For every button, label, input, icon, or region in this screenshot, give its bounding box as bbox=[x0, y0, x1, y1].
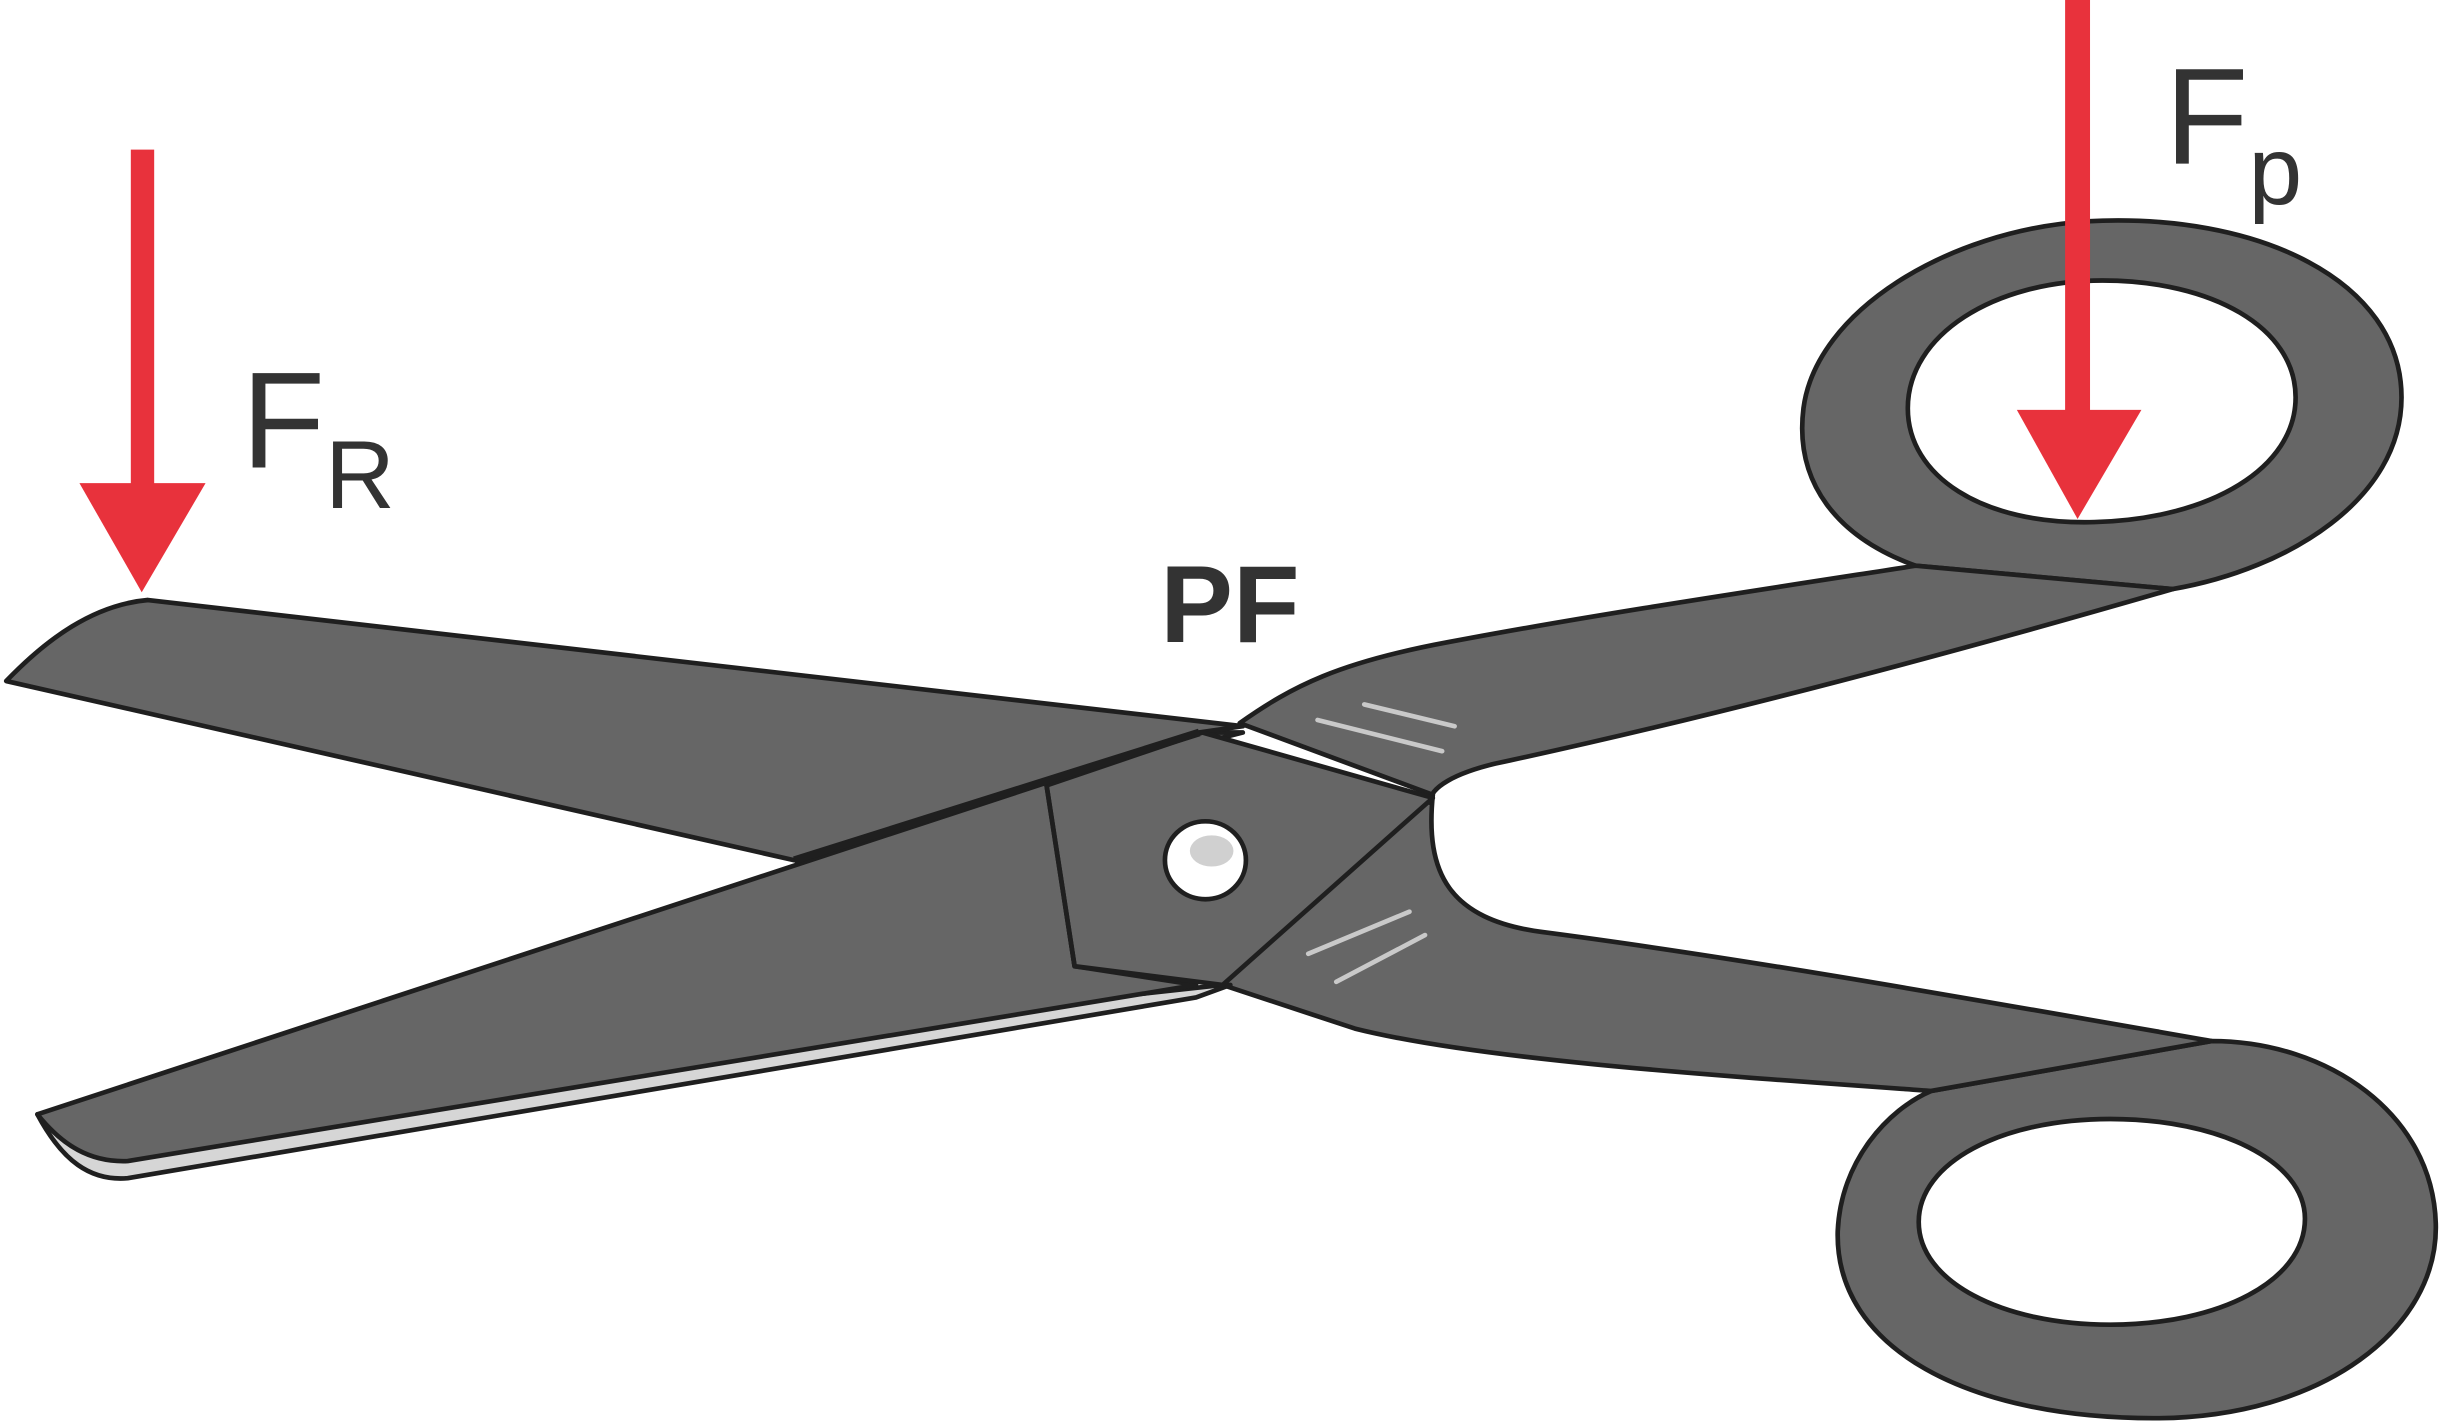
resistance-force-main: F bbox=[241, 344, 325, 497]
effort-arrow-shaft bbox=[2065, 0, 2091, 418]
effort-arrow-head bbox=[2016, 409, 2142, 519]
resistance-force-label: FR bbox=[241, 344, 394, 529]
highlight-strokes bbox=[1305, 702, 1457, 985]
lower-blade-edge bbox=[35, 982, 1233, 1181]
upper-handle-arm bbox=[1237, 563, 2175, 805]
lower-handle-arm bbox=[1220, 792, 2214, 1094]
pivot-screw-shade bbox=[1189, 835, 1234, 867]
upper-blade bbox=[3, 597, 1246, 863]
plate-seam bbox=[1044, 785, 1077, 967]
resistance-arrow-shaft bbox=[130, 149, 155, 490]
effort-force-label: Fp bbox=[2165, 41, 2302, 226]
resistance-arrow-head bbox=[79, 483, 206, 593]
effort-force-main: F bbox=[2165, 41, 2249, 194]
upper-blade-spine bbox=[793, 728, 1201, 864]
arrow-down-icon bbox=[2016, 0, 2142, 519]
scissors-icon bbox=[3, 218, 2439, 1421]
lower-handle-ring bbox=[1835, 1038, 2439, 1421]
arrow-down-icon bbox=[79, 149, 206, 593]
resistance-force-subscript: R bbox=[325, 422, 395, 529]
upper-handle-ring bbox=[1799, 218, 2404, 592]
effort-force-subscript: p bbox=[2248, 118, 2302, 225]
pivot-label: PF bbox=[1160, 544, 1299, 666]
